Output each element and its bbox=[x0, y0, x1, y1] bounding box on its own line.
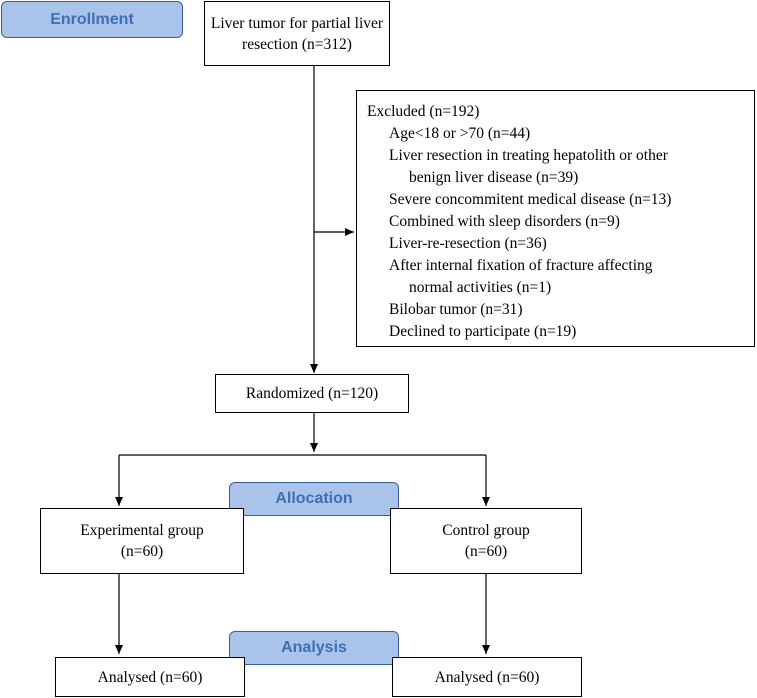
excluded-item: After internal fixation of fracture affe… bbox=[389, 257, 653, 274]
allocation-stage-label: Allocation bbox=[229, 482, 399, 516]
excluded-item: Liver-re-resection (n=36) bbox=[389, 235, 547, 252]
randomized-box: Randomized (n=120) bbox=[215, 374, 409, 413]
excluded-item: Severe concommitent medical disease (n=1… bbox=[389, 191, 672, 208]
excluded-item: Combined with sleep disorders (n=9) bbox=[389, 213, 620, 230]
excluded-title: Excluded (n=192) bbox=[367, 103, 480, 120]
control-group-box: Control group (n=60) bbox=[390, 508, 582, 574]
excluded-item: Liver resection in treating hepatolith o… bbox=[389, 147, 668, 164]
experimental-group-label: Experimental group bbox=[80, 522, 204, 539]
experimental-group-count: (n=60) bbox=[120, 543, 164, 560]
control-group-count: (n=60) bbox=[464, 543, 508, 560]
analysis-stage-label: Analysis bbox=[229, 631, 399, 665]
experimental-group-box: Experimental group (n=60) bbox=[40, 508, 244, 574]
excluded-item-continuation: benign liver disease (n=39) bbox=[409, 169, 579, 186]
enrollment-stage-label: Enrollment bbox=[1, 1, 183, 38]
excluded-item: Age<18 or >70 (n=44) bbox=[389, 125, 531, 142]
assessed-line-2: resection (n=312) bbox=[242, 35, 352, 53]
assessed-box: Liver tumor for partial liver resection … bbox=[204, 1, 390, 66]
excluded-item: Declined to participate (n=19) bbox=[389, 323, 577, 340]
analysed-experimental-box: Analysed (n=60) bbox=[55, 657, 245, 697]
analysed-control-box: Analysed (n=60) bbox=[392, 657, 582, 697]
excluded-item: Bilobar tumor (n=31) bbox=[389, 301, 523, 318]
control-group-label: Control group bbox=[442, 522, 530, 539]
excluded-box: Excluded (n=192) Age<18 or >70 (n=44) Li… bbox=[356, 90, 755, 347]
excluded-item-continuation: normal activities (n=1) bbox=[409, 279, 552, 296]
assessed-line-1: Liver tumor for partial liver bbox=[210, 14, 384, 32]
